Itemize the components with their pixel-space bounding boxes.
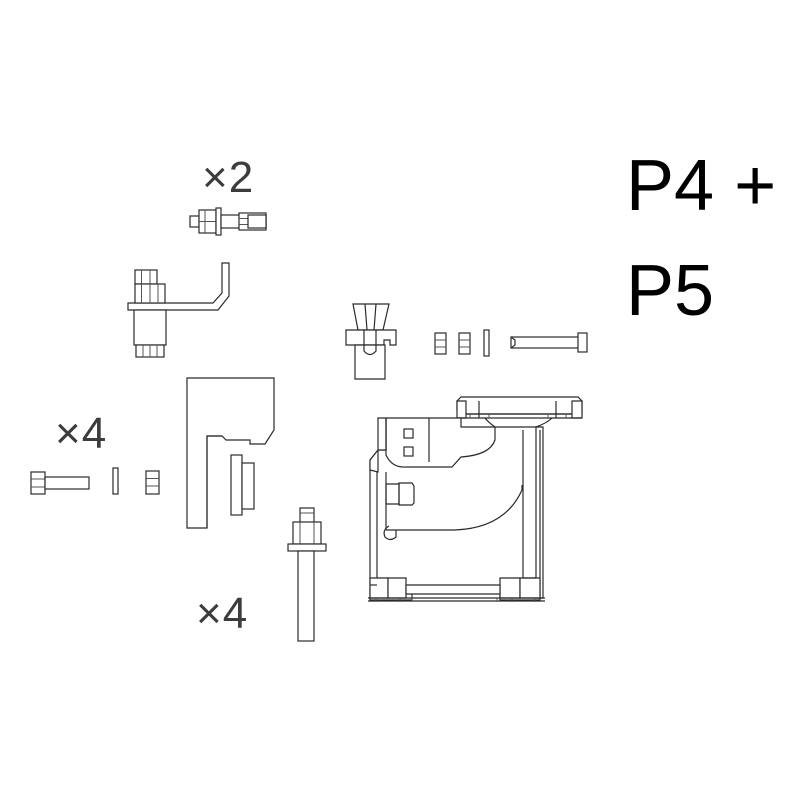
page-label-line1: P4 + (626, 146, 776, 226)
part-hex-nut-c (145, 470, 160, 495)
part-hex-nut-small-b (458, 332, 471, 355)
part-sleeve-anchor-bolt (189, 207, 267, 236)
qty-long-bolt-label: ×4 (196, 589, 248, 638)
qty-hex-bolt-set-text: ×4 (55, 409, 107, 458)
part-flat-washer-small (483, 329, 490, 357)
page-label-line2: P5 (626, 251, 714, 331)
qty-hex-bolt-set-label: ×4 (55, 409, 107, 458)
part-plastic-expansion-plug (345, 303, 397, 380)
part-hex-nut-small-a (434, 332, 447, 355)
part-hex-bolt-group (30, 471, 90, 495)
qty-anchor-bolt-label: ×2 (202, 153, 254, 202)
page-label: P4 + P5 (626, 146, 776, 331)
qty-long-bolt-text: ×4 (196, 589, 248, 638)
part-long-bolt-with-nut (287, 507, 327, 642)
qty-anchor-bolt-text: ×2 (202, 153, 254, 202)
part-l-shaped-threaded-rod (127, 262, 230, 358)
part-main-mounting-body (368, 396, 583, 602)
part-long-machine-screw (510, 332, 588, 353)
part-flat-washer-edge (112, 467, 119, 495)
part-l-bracket-plate (186, 377, 275, 529)
